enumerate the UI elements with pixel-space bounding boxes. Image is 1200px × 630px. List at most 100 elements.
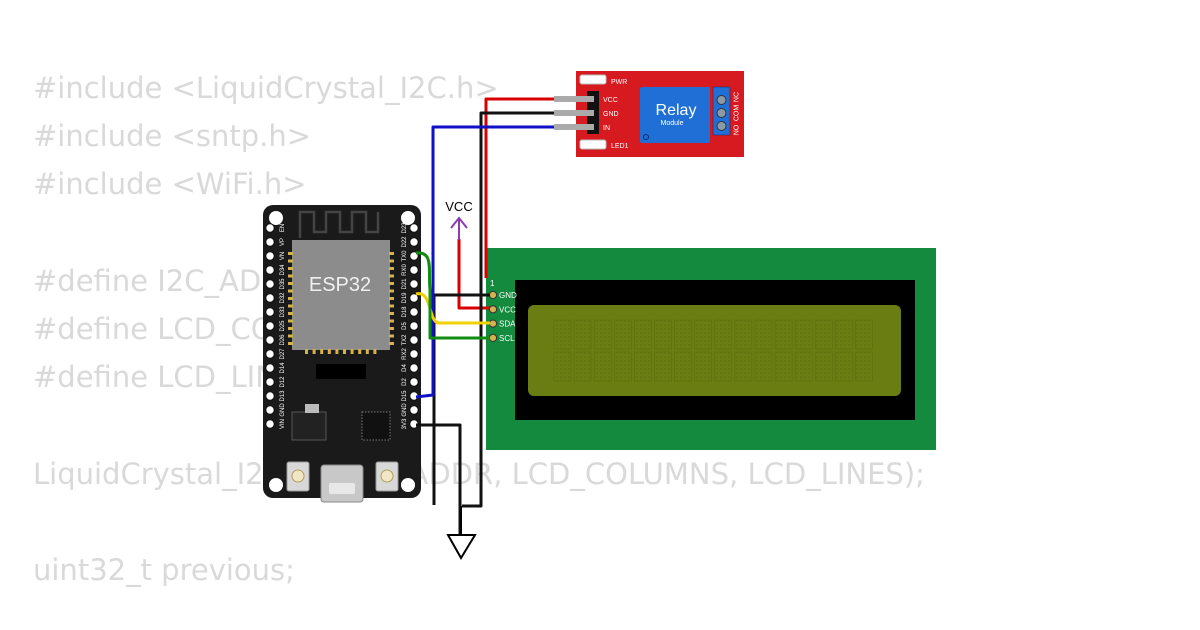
lcd-char-cell [674,351,692,382]
esp32-pin-label: D34 [280,264,286,276]
module-pad [305,349,308,354]
relay-subtitle: Module [661,120,684,127]
en-reset-button[interactable] [286,461,310,492]
esp32-pin-label: D5 [402,322,408,330]
esp32-pin[interactable] [409,237,419,247]
lcd-char-cell [794,319,813,350]
relay-pwr-label: PWR [611,79,627,86]
lcd-pin[interactable] [488,333,498,342]
esp32-pin[interactable] [409,321,419,331]
relay-terminal-label: COM [734,105,741,122]
esp32-pin[interactable] [265,405,275,415]
esp32-pin[interactable] [265,307,275,317]
module-pad [389,267,394,270]
lcd-pin-label: GND [499,291,517,300]
vcc-symbol: VCC [445,199,473,240]
relay-pwr-led [579,74,607,85]
esp32-pin-label: D2 [402,378,408,386]
lcd-char-cell [734,351,753,382]
esp32-pin[interactable] [265,279,275,289]
esp32-pin[interactable] [265,223,275,233]
esp32-mount-hole [401,211,415,225]
relay-led1 [579,139,607,150]
lcd-char-cell [814,351,833,382]
esp32-pin[interactable] [409,265,419,275]
ground-symbol [446,506,477,560]
esp32-pin[interactable] [265,391,275,401]
code-line: #include <WiFi.h> [33,167,307,202]
esp32-pin[interactable] [265,335,275,345]
relay-pin-label: VCC [603,97,618,104]
esp32-pin[interactable] [265,363,275,373]
esp32-pin-label: D4 [402,364,408,372]
lcd-char-cell [774,319,793,350]
esp32-pin[interactable] [265,321,275,331]
esp32-pin-label: RX2 [402,348,408,360]
lcd-char-cell [593,319,612,350]
lcd-char-cell [855,319,873,350]
module-pad [288,312,293,315]
esp32-pin[interactable] [409,405,419,415]
lcd-char-cell [855,351,873,382]
esp32-pin[interactable] [265,377,275,387]
lcd-char-cell [774,351,793,382]
esp32-pin[interactable] [409,363,419,373]
esp32-pin-label: D14 [280,362,286,374]
esp32-pin-label: D12 [280,376,286,388]
esp32-pin[interactable] [265,293,275,303]
lcd-pin-label: SCL [499,334,515,343]
lcd-char-cell [794,351,813,382]
module-pad [358,349,362,354]
lcd-pin[interactable] [488,319,498,328]
module-pad [389,274,394,278]
esp32-pin[interactable] [409,279,419,289]
esp32-pin[interactable] [265,419,275,429]
module-pad [389,327,394,330]
esp32-pin[interactable] [409,377,419,387]
module-pad [389,297,394,300]
lcd-char-cell [654,351,672,382]
lcd-char-cell [634,351,652,382]
esp32-pin-label: D32 [280,292,286,304]
lcd-char-cell [835,319,853,350]
esp32-pin-label: D22 [402,236,408,248]
esp32-pin-label: D13 [280,390,286,402]
esp32-pin[interactable] [409,293,419,303]
boot-button[interactable] [375,461,399,492]
relay-terminal-label: NC [734,92,741,102]
module-pad [389,289,394,293]
esp32-devkit[interactable]: ESP32 D23D22TX0RX0D21D19D18D5TX2RX2D4D2D… [263,205,421,503]
relay-title: Relay [656,102,697,119]
esp32-pin[interactable] [265,237,275,247]
module-pad [288,297,293,300]
esp32-pin[interactable] [409,307,419,317]
esp32-pin[interactable] [265,349,275,359]
esp32-regulator [291,411,327,441]
esp32-pin[interactable] [265,251,275,261]
module-pad [389,312,394,315]
esp32-module-shield [292,240,390,350]
lcd-character-cells [553,319,873,382]
esp32-pin[interactable] [409,223,419,233]
lcd-screen [528,305,901,396]
esp32-pin[interactable] [409,349,419,359]
relay-coil-block [640,87,710,143]
esp32-pin[interactable] [409,335,419,345]
module-pad [365,349,369,354]
esp32-pin-label: D35 [280,278,286,290]
lcd-pin[interactable] [488,290,498,300]
module-pad [373,349,377,354]
esp32-chip-small [316,364,366,379]
module-pad [389,252,394,255]
wire-relay-vcc-red [484,97,575,278]
module-pad [350,349,354,354]
code-line: #include <sntp.h> [33,119,312,154]
lcd-pin[interactable] [488,305,498,314]
wire-esp-gnd-black [416,423,462,535]
esp32-pin[interactable] [265,265,275,275]
esp32-pin[interactable] [409,251,419,261]
esp32-pin-label: GND [280,403,286,417]
esp32-module-label: ESP32 [309,274,371,296]
